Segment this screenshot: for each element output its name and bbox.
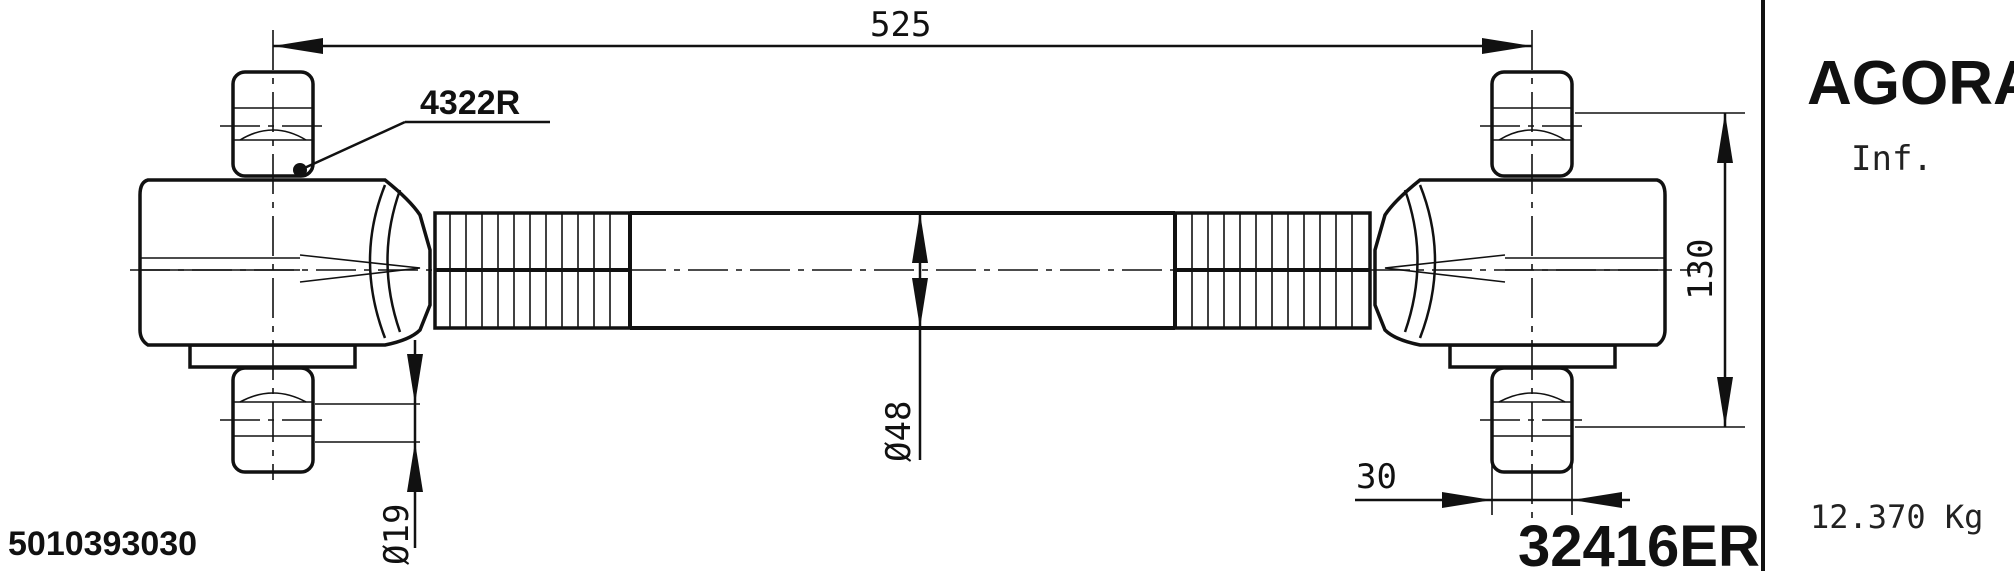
weight-label: 12.370 Kg [1810, 498, 1983, 536]
pin-offset-label: 30 [1356, 457, 1397, 497]
dimension-pin-diameter: Ø19 [315, 340, 423, 565]
part-number-label: 32416ER [1518, 514, 1760, 571]
dimension-length: 525 [273, 5, 1532, 54]
position-label: Inf. [1851, 139, 1933, 179]
dimension-height: 130 [1575, 112, 1745, 428]
left-eye-housing [138, 178, 432, 347]
right-eye-housing [1373, 178, 1667, 347]
tube-diameter-label: Ø48 [879, 401, 919, 462]
bushing-leader: 4322R [293, 84, 550, 177]
oem-code-label: 5010393030 [8, 525, 197, 563]
bushing-ref-label: 4322R [420, 84, 520, 122]
pin-diameter-label: Ø19 [377, 504, 417, 565]
length-label: 525 [870, 5, 931, 45]
dimension-tube-diameter: Ø48 [879, 213, 928, 462]
tube [630, 211, 1175, 330]
brand-label: AGORA [1807, 49, 2014, 118]
height-label: 130 [1681, 239, 1721, 300]
dimension-pin-offset: 30 [1355, 440, 1630, 515]
